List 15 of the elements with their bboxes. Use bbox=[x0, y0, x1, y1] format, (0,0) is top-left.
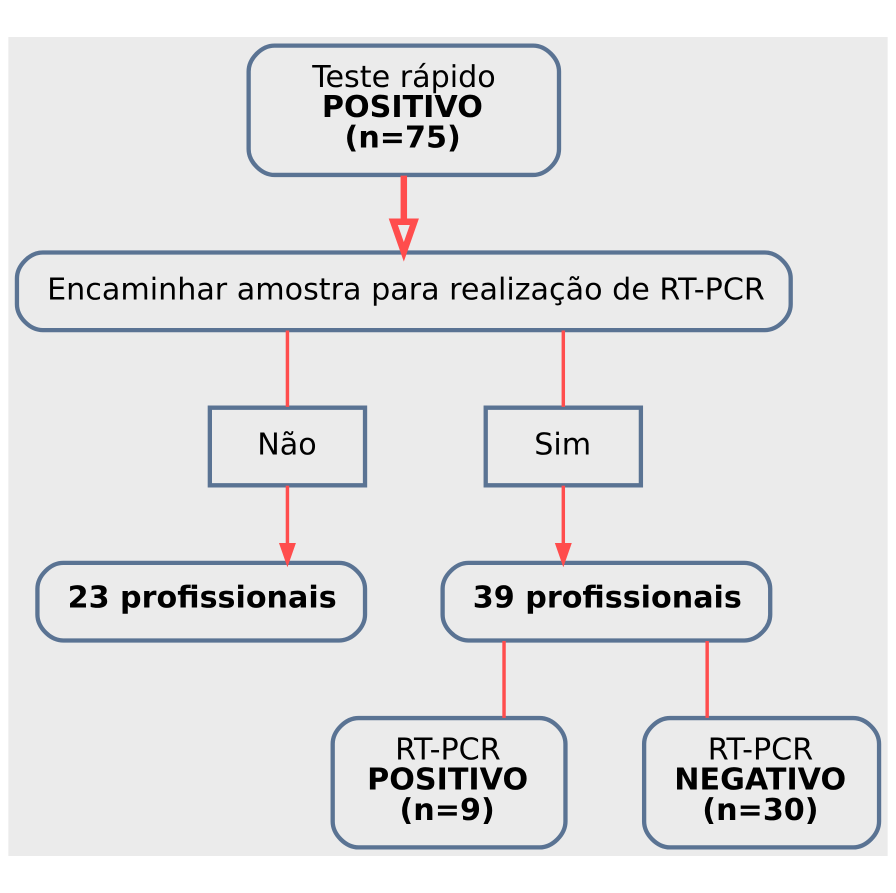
node-box: Encaminhar amostra para realização de RT-PCR bbox=[14, 250, 793, 332]
node-box: Teste rápido POSITIVO (n=75) bbox=[246, 43, 562, 178]
arrow bbox=[278, 486, 296, 568]
node-box: RT-PCR POSITIVO (n=9) bbox=[330, 716, 568, 850]
node-box: Não bbox=[208, 406, 368, 488]
node-box: 23 profissionais bbox=[35, 560, 368, 643]
connector bbox=[562, 330, 566, 407]
node-box: 39 profissionais bbox=[440, 560, 772, 643]
connector bbox=[502, 640, 506, 718]
arrow bbox=[554, 486, 572, 568]
node-box: Sim bbox=[484, 406, 644, 488]
arrow bbox=[388, 176, 419, 262]
connector bbox=[286, 330, 290, 407]
connector bbox=[705, 640, 709, 718]
node-box: RT-PCR NEGATIVO (n=30) bbox=[642, 716, 882, 850]
